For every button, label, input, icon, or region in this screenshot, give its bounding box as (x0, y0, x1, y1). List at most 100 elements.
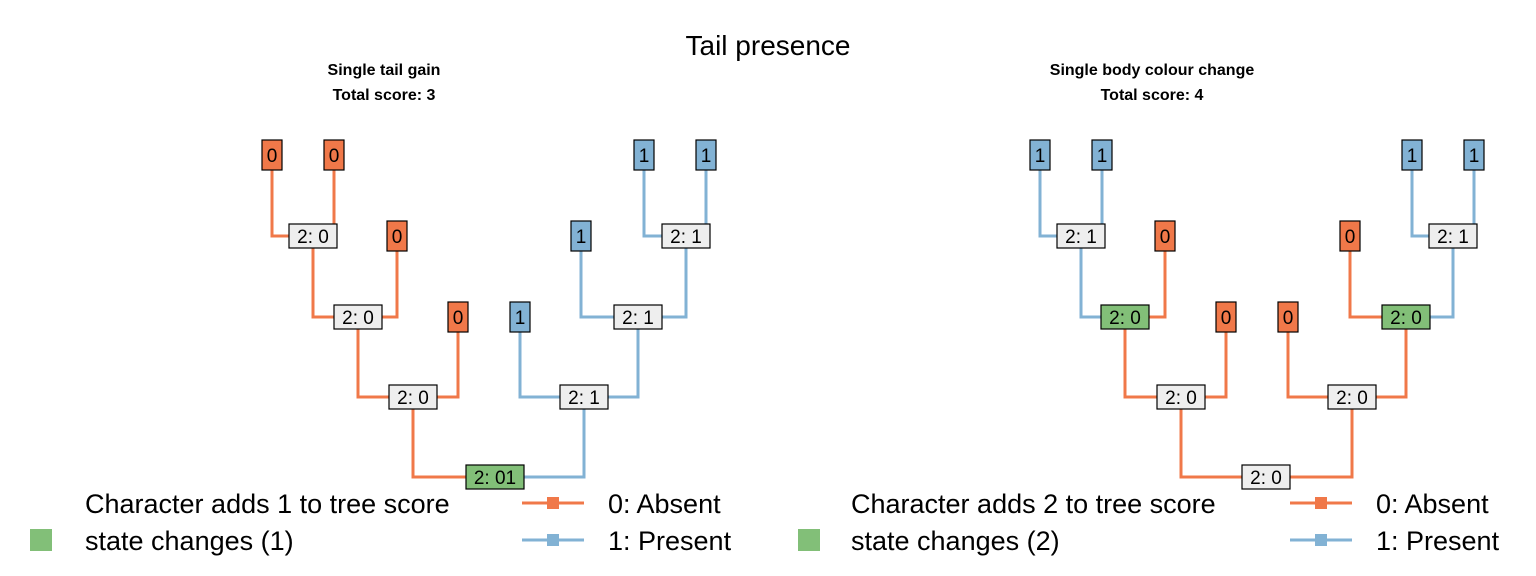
tip-label: 0 (1160, 227, 1171, 248)
panel-right-subtitle-line1: Single body colour change (1050, 62, 1255, 79)
internal-node-label: 2: 1 (1065, 227, 1097, 248)
internal-node: 2: 1 (1428, 223, 1478, 249)
panel-left-legend-absent-marker (547, 497, 559, 509)
tip-box (633, 139, 655, 171)
internal-node: 2: 0 (288, 223, 338, 249)
panel-left-legend-change-swatch (30, 529, 52, 551)
internal-node: 2: 1 (1056, 223, 1106, 249)
internal-node: 2: 1 (559, 384, 609, 410)
tip-label: 1 (1407, 146, 1418, 167)
internal-node-box (559, 384, 609, 410)
tree-edge (1179, 397, 1266, 479)
tip-box (1154, 220, 1176, 252)
panel-left-legend-absent-label: 0: Absent (608, 489, 721, 519)
panel-right-legend-header: Character adds 2 to tree score (851, 489, 1216, 519)
tip-box (386, 220, 408, 252)
internal-node-box (613, 304, 663, 330)
panel-left-subtitle-line1: Single tail gain (328, 62, 441, 79)
tip-node: 0 (1154, 220, 1176, 252)
tip-node: 1 (570, 220, 592, 252)
panel-right-legend-absent-marker (1315, 497, 1327, 509)
internal-node-label: 2: 0 (1250, 468, 1282, 489)
tip-label: 1 (639, 146, 650, 167)
internal-node-label: 2: 0 (297, 227, 329, 248)
tip-node: 0 (1215, 301, 1237, 333)
tip-box (695, 139, 717, 171)
tip-node: 1 (1401, 139, 1423, 171)
tip-box (447, 301, 469, 333)
tip-node: 1 (1091, 139, 1113, 171)
tip-box (1339, 220, 1361, 252)
panel-left-legend-present-marker (547, 534, 559, 546)
tip-node: 0 (323, 139, 345, 171)
internal-node-label: 2: 1 (670, 227, 702, 248)
internal-node-box (288, 223, 338, 249)
internal-node: 2: 0 (333, 304, 383, 330)
internal-node-label: 2: 0 (1336, 388, 1368, 409)
internal-node-box (1056, 223, 1106, 249)
panel-right: Single body colour change Total score: 4… (798, 62, 1500, 556)
panel-left-legend: Character adds 1 to tree score state cha… (30, 489, 732, 556)
tip-node: 1 (633, 139, 655, 171)
tip-label: 0 (267, 146, 278, 167)
state-change-box (1381, 304, 1431, 330)
panel-left-legend-swatch-label: state changes (1) (85, 526, 294, 556)
tip-node: 1 (1029, 139, 1051, 171)
tip-box (1029, 139, 1051, 171)
internal-node-label: 2: 1 (622, 308, 654, 329)
internal-node: 2: 0 (1327, 384, 1377, 410)
tip-node: 0 (1277, 301, 1299, 333)
state-change-box (1100, 304, 1150, 330)
panel-right-subtitle-line2: Total score: 4 (1101, 87, 1204, 104)
internal-node-label: 2: 0 (342, 308, 374, 329)
tip-label: 0 (392, 227, 403, 248)
tip-box (570, 220, 592, 252)
tip-node: 1 (509, 301, 531, 333)
internal-node: 2: 0 (1100, 304, 1150, 330)
internal-node-box (1241, 464, 1291, 490)
tip-label: 1 (1035, 146, 1046, 167)
tree-edge (495, 397, 586, 479)
tip-node: 0 (1339, 220, 1361, 252)
internal-node: 2: 0 (388, 384, 438, 410)
panel-left-legend-header: Character adds 1 to tree score (85, 489, 450, 519)
tip-box (509, 301, 531, 333)
panel-right-legend-present-marker (1315, 534, 1327, 546)
internal-node: 2: 01 (465, 464, 525, 490)
tip-label: 1 (576, 227, 587, 248)
tip-node: 0 (386, 220, 408, 252)
internal-node-label: 2: 1 (1437, 227, 1469, 248)
panel-left-subtitle-line2: Total score: 3 (333, 87, 436, 104)
tip-label: 1 (701, 146, 712, 167)
internal-node-box (1428, 223, 1478, 249)
internal-node: 2: 0 (1381, 304, 1431, 330)
internal-node-box (661, 223, 711, 249)
tree-edge (1266, 397, 1354, 479)
tip-box (323, 139, 345, 171)
internal-node-label: 2: 0 (1109, 308, 1141, 329)
internal-node: 2: 0 (1156, 384, 1206, 410)
panel-right-legend-swatch-label: state changes (2) (851, 526, 1060, 556)
panel-left-legend-present-label: 1: Present (608, 526, 732, 556)
panel-right-legend-change-swatch (798, 529, 820, 551)
panel-left-nodes: 0 0 0 0 1 1 1 1 2: 0 2: 0 2: 0 2: 1 2: 1 2: 1 2: 01 (261, 139, 717, 490)
figure-title: Tail presence (686, 30, 851, 61)
tip-label: 1 (1097, 146, 1108, 167)
internal-node-box (1156, 384, 1206, 410)
internal-node-label: 2: 0 (1165, 388, 1197, 409)
internal-node: 2: 0 (1241, 464, 1291, 490)
internal-node: 2: 1 (613, 304, 663, 330)
tip-box (261, 139, 283, 171)
tip-node: 1 (1463, 139, 1485, 171)
internal-node-box (333, 304, 383, 330)
panel-left: Single tail gain Total score: 3 0 0 0 0 1 1 1 1… (30, 62, 732, 556)
internal-node-label: 2: 01 (474, 468, 516, 489)
tip-label: 0 (453, 308, 464, 329)
tip-label: 0 (329, 146, 340, 167)
state-change-box (465, 464, 525, 490)
internal-node-label: 2: 1 (568, 388, 600, 409)
panel-right-legend-present-label: 1: Present (1376, 526, 1500, 556)
tip-node: 0 (261, 139, 283, 171)
tip-box (1091, 139, 1113, 171)
